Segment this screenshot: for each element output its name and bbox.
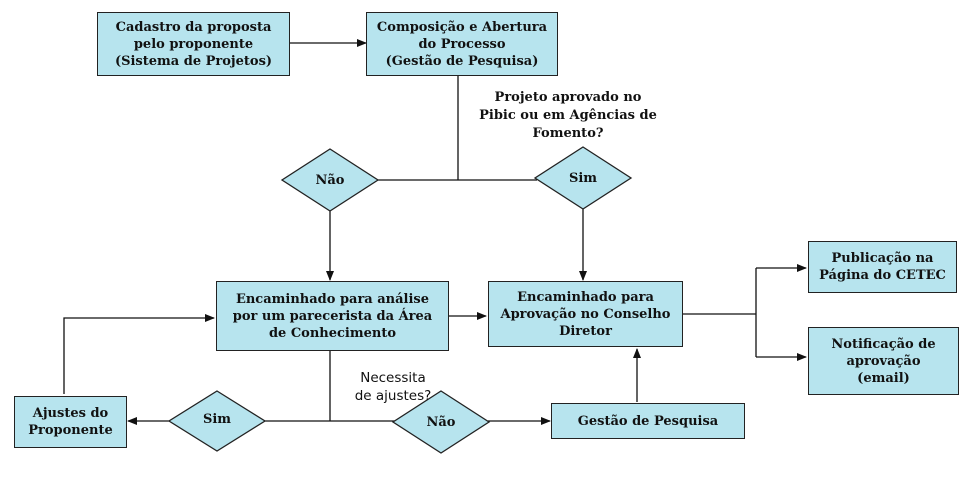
box-cadastro: Cadastro da proposta pelo proponente (Si… — [97, 12, 290, 76]
box-gestao: Gestão de Pesquisa — [551, 403, 745, 439]
decision-nao-bottom-shape — [391, 390, 491, 454]
decision-nao-bottom-label: Não — [426, 414, 456, 430]
question-ajustes: Necessita de ajustes? — [354, 370, 432, 404]
box-conselho: Encaminhado para Aprovação no Conselho D… — [488, 281, 683, 347]
decision-nao-top-shape — [280, 148, 380, 212]
decision-nao-top-label: Não — [315, 172, 345, 188]
decision-sim-top-label: Sim — [568, 170, 598, 186]
decision-sim-bottom-shape — [167, 390, 267, 452]
question-aprovado: Projeto aprovado no Pibic ou em Agências… — [479, 90, 657, 141]
decision-sim-bottom-label: Sim — [202, 411, 232, 427]
box-composicao: Composição e Abertura do Processo (Gestã… — [366, 12, 558, 76]
decision-sim-top-shape — [533, 146, 633, 210]
box-notificacao: Notificação de aprovação (email) — [808, 327, 959, 395]
box-ajustes: Ajustes do Proponente — [14, 396, 127, 448]
box-parecerista: Encaminhado para análise por um pareceri… — [216, 281, 449, 351]
box-publicacao: Publicação na Página do CETEC — [808, 241, 957, 293]
arrow-ajustes-to-parecerista — [63, 314, 215, 394]
